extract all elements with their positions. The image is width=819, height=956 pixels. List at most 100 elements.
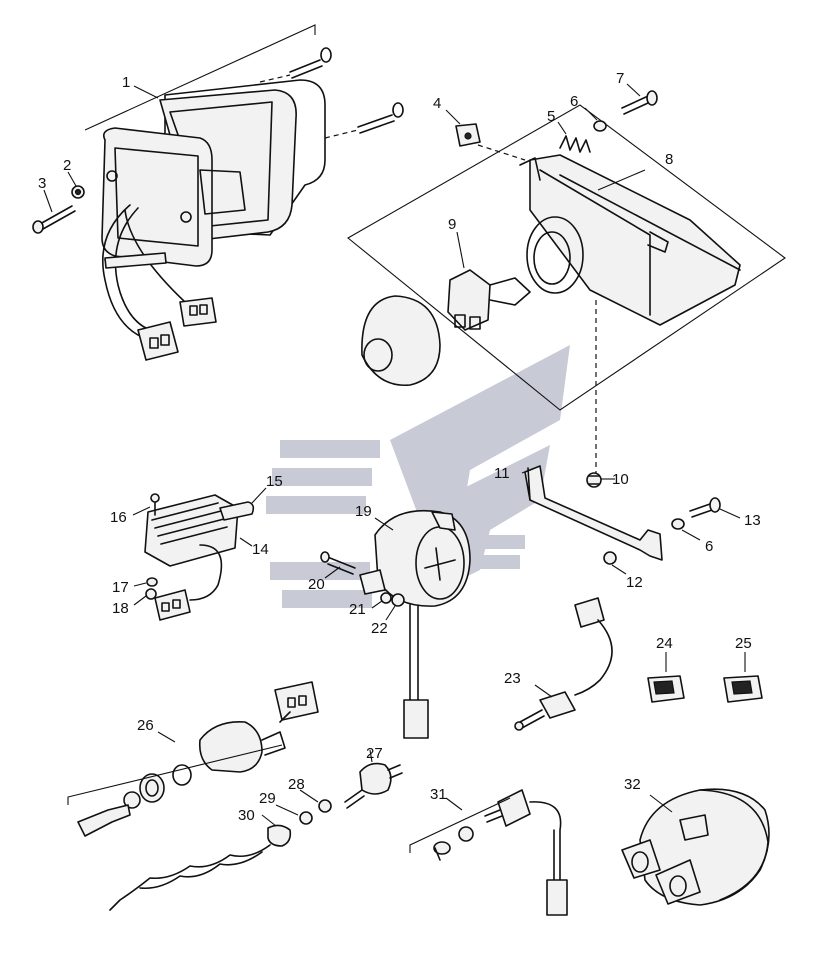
leader-1	[133, 85, 159, 99]
leader-23	[534, 684, 553, 698]
bracket-31	[409, 797, 511, 853]
callout-31: 31	[430, 786, 447, 803]
washer-part-6b	[671, 518, 685, 530]
leader-19	[374, 517, 394, 531]
screw-part-20	[320, 551, 356, 575]
leader-5	[557, 121, 567, 135]
screw-part-3	[32, 205, 76, 234]
callout-18: 18	[112, 600, 129, 617]
nut-part-12	[603, 551, 617, 565]
callout-21: 21	[349, 601, 366, 618]
nut-part-10	[586, 472, 602, 488]
callout-30: 30	[238, 807, 255, 824]
leader-21	[371, 600, 383, 609]
reflector-cap	[361, 295, 441, 387]
leader-7	[626, 83, 641, 97]
callout-20: 20	[308, 576, 325, 593]
callout-15: 15	[266, 473, 283, 490]
bracket-1	[84, 24, 316, 131]
callout-6a: 6	[570, 93, 578, 110]
bulb-part-9	[447, 269, 531, 331]
washer-part-6a	[593, 120, 607, 132]
bracket-26	[67, 744, 283, 805]
nut-part-22	[391, 593, 405, 607]
sensor-part-27	[344, 762, 403, 809]
callout-29: 29	[259, 790, 276, 807]
ignition-switch-part-26	[77, 681, 319, 837]
callout-32: 32	[624, 776, 641, 793]
tail-light-bolts	[259, 47, 404, 139]
callout-10: 10	[612, 471, 629, 488]
callout-8: 8	[665, 151, 673, 168]
kill-cord-part-30	[109, 824, 292, 911]
callout-16: 16	[110, 509, 127, 526]
leader-22	[385, 605, 396, 621]
callout-17: 17	[112, 579, 129, 596]
callout-27: 27	[366, 745, 383, 762]
tab-part-15	[219, 501, 255, 521]
callout-24: 24	[656, 635, 673, 652]
callout-1: 1	[122, 74, 130, 91]
callout-2: 2	[63, 157, 71, 174]
leader-17	[133, 582, 147, 587]
leader-9	[456, 231, 465, 269]
headlight-housing-part-8	[347, 104, 786, 411]
screw-part-13	[689, 497, 721, 518]
callout-23: 23	[504, 670, 521, 687]
callout-labels: 1 2 3 4 5 6 7 8 9 10 11 12 13 6 14 15 16…	[38, 70, 761, 824]
bracket-part-11	[524, 465, 663, 561]
leader-8	[597, 169, 646, 191]
leader-6b	[681, 529, 701, 541]
sensor-part-23	[514, 597, 613, 731]
callout-22: 22	[371, 620, 388, 637]
callout-11: 11	[494, 465, 510, 482]
callout-4: 4	[433, 95, 441, 112]
leader-18	[133, 595, 147, 606]
leader-2	[67, 171, 77, 187]
callout-6b: 6	[705, 538, 713, 555]
callout-26: 26	[137, 717, 154, 734]
leader-31	[445, 797, 463, 811]
leader-27	[369, 749, 373, 763]
nut-part-29	[299, 811, 313, 825]
leader-11	[521, 467, 536, 474]
callout-12: 12	[626, 574, 643, 591]
callout-19: 19	[355, 503, 372, 520]
washer-part-17	[146, 577, 158, 587]
clip-part-4	[455, 123, 481, 147]
callout-28: 28	[288, 776, 305, 793]
dashed-path-4	[477, 144, 526, 161]
washer-part-28	[318, 799, 332, 813]
leader-6a	[584, 107, 598, 121]
leader-14	[239, 537, 253, 547]
leader-20	[324, 566, 341, 579]
leader-16	[132, 506, 151, 516]
screw-part-16	[150, 493, 160, 516]
callout-25: 25	[735, 635, 752, 652]
washer-part-21	[380, 592, 392, 604]
nut-part-18	[145, 588, 157, 600]
screw-part-7	[621, 90, 658, 115]
switch-part-31	[433, 789, 568, 916]
callout-7: 7	[616, 70, 624, 87]
regulator-part-14	[144, 494, 239, 621]
callout-14: 14	[252, 541, 269, 558]
leader-4	[445, 109, 461, 125]
leader-30	[261, 814, 277, 827]
switch-part-24	[647, 675, 685, 703]
gauge-part-32	[621, 788, 770, 906]
callout-5: 5	[547, 108, 555, 125]
horn-part-19	[359, 509, 471, 739]
leader-15	[251, 487, 267, 504]
callout-3: 3	[38, 175, 46, 192]
leader-3	[43, 189, 53, 213]
washer-part-2	[71, 185, 85, 199]
leader-28	[299, 789, 319, 803]
leader-13	[719, 508, 741, 519]
leader-32	[649, 794, 673, 813]
callout-9: 9	[448, 216, 456, 233]
leader-26	[157, 731, 176, 743]
leader-12	[611, 564, 627, 575]
spring-part-5	[559, 135, 591, 153]
